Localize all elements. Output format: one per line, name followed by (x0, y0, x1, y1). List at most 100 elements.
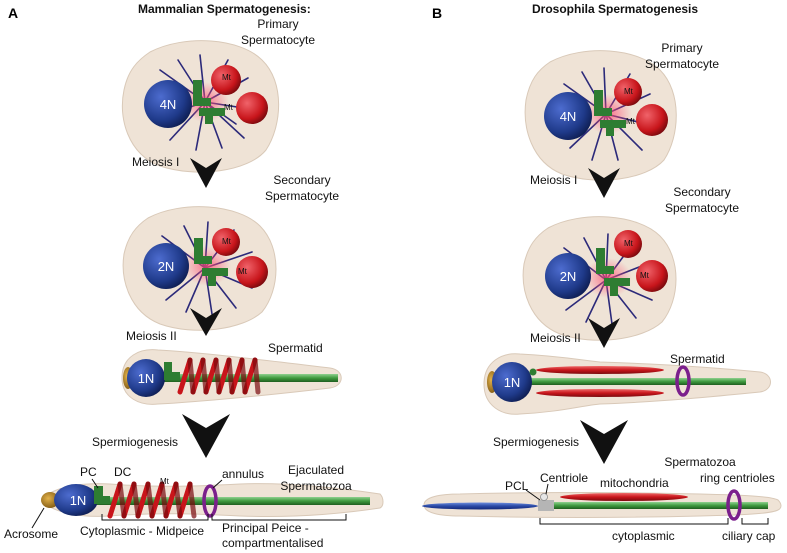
a-principal-label-2: compartmentalised (222, 536, 323, 550)
a-spermatid-nucleus (127, 359, 165, 397)
b-sperm-axoneme (554, 502, 768, 509)
b-primary-centrioles (594, 90, 626, 136)
a-principal-bracket (211, 514, 347, 521)
a-primary-mitochondrion-1 (211, 65, 241, 95)
b-primary-mitochondrion-1 (614, 78, 642, 106)
a-primary-centrioles (193, 80, 225, 124)
b-mt-label-4: Mt (640, 271, 650, 280)
a-secondary-label-1: Secondary (273, 173, 330, 187)
b-centriole-label: Centriole (540, 471, 588, 485)
a-primary-nucleus-label: 4N (160, 97, 177, 112)
a-midpiece-label: Cytoplasmic - Midpeice (80, 524, 204, 538)
a-spermatid: 1N (121, 349, 342, 405)
b-sperm-centriole (540, 493, 548, 501)
b-ciliary-cap-bracket (741, 518, 769, 525)
b-spermatid-label: Spermatid (670, 352, 725, 366)
a-sperm-acrosome (41, 492, 59, 508)
b-spermiogenesis-label: Spermiogenesis (493, 435, 579, 449)
b-secondary-centrioles (596, 248, 630, 296)
b-sperm-ring-centriole (726, 489, 742, 521)
a-pc-label: PC (80, 465, 97, 479)
a-meiosis2-arrow (190, 308, 222, 336)
b-mitochondria-label: mitochondria (600, 476, 669, 490)
b-primary-spermatocyte: 4N Mt Mt (524, 50, 677, 181)
a-mt-label-3: Mt (222, 237, 232, 246)
a-spermatid-label: Spermatid (268, 341, 323, 355)
a-primary-spermatocyte: 4N Mt Mt (121, 40, 280, 173)
a-meiosis2-label: Meiosis II (126, 329, 177, 343)
a-primary-label-1: Primary (257, 17, 298, 31)
a-annulus (202, 484, 218, 518)
a-ejaculated-label-1: Ejaculated (288, 463, 344, 477)
b-spermatid-mitochondrion-upper (536, 366, 664, 374)
a-mt-label-2: Mt (224, 103, 234, 112)
b-secondary-label-1: Secondary (673, 185, 730, 199)
a-meiosis1-arrow (190, 158, 222, 188)
b-spermatid-nucleus (492, 362, 532, 402)
b-sperm-basal-body (538, 500, 554, 511)
b-secondary-mitochondrion-2 (636, 260, 668, 292)
b-ring-centrioles-label: ring centrioles (700, 471, 775, 485)
b-meiosis2-arrow (588, 318, 620, 348)
b-spermatozoa-label: Spermatozoa (664, 455, 736, 469)
a-primary-mitochondrion-2 (236, 92, 268, 124)
a-sperm-centrioles (94, 486, 110, 504)
panel-a-letter: A (8, 5, 18, 21)
b-mt-label-1: Mt (624, 87, 634, 96)
b-spermatozoa (422, 489, 782, 521)
a-acrosome-label: Acrosome (4, 527, 58, 541)
a-mt-label-4: Mt (238, 267, 248, 276)
b-secondary-nucleus-label: 2N (560, 269, 577, 284)
a-secondary-spermatocyte: 2N Mt Mt (122, 206, 277, 331)
a-secondary-centrioles (194, 238, 228, 286)
b-cytoplasmic-bracket (539, 518, 729, 525)
a-spermatozoa: 1N (41, 481, 384, 519)
a-meiosis1-label: Meiosis I (132, 155, 179, 169)
b-sperm-mitochondria (560, 493, 688, 501)
a-secondary-mitochondrion-2 (236, 256, 268, 288)
a-sperm-nucleus-label: 1N (70, 493, 87, 508)
a-spermiogenesis-label: Spermiogenesis (92, 435, 178, 449)
b-meiosis1-arrow (588, 168, 620, 198)
b-meiosis1-label: Meiosis I (530, 173, 577, 187)
b-primary-mitochondrion-2 (636, 104, 668, 136)
b-spermatid-ring (675, 365, 691, 397)
b-primary-label-2: Spermatocyte (645, 57, 719, 71)
b-secondary-mitochondrion-1 (614, 230, 642, 258)
b-cytoplasmic-label: cytoplasmic (612, 529, 675, 543)
b-primary-nucleus-label: 4N (560, 109, 577, 124)
a-midpiece-bracket (101, 514, 209, 521)
panel-b-title: Drosophila Spermatogenesis (532, 2, 698, 16)
b-mt-label-3: Mt (624, 239, 634, 248)
b-meiosis2-label: Meiosis II (530, 331, 581, 345)
panel-b-letter: B (432, 5, 442, 21)
b-spermiogenesis-arrow (580, 420, 628, 464)
a-secondary-nucleus (143, 243, 189, 289)
a-annulus-label: annulus (222, 467, 264, 481)
b-spermatid: 1N (483, 353, 771, 415)
a-secondary-mitochondrion-1 (212, 228, 240, 256)
a-sperm-nucleus (54, 484, 98, 516)
b-sperm-nucleus (422, 502, 538, 510)
b-primary-nucleus (544, 92, 592, 140)
b-secondary-spermatocyte: 2N Mt Mt (522, 216, 677, 341)
a-secondary-nucleus-label: 2N (158, 259, 175, 274)
a-ejaculated-label-2: Spermatozoa (280, 479, 352, 493)
a-primary-label-2: Spermatocyte (241, 33, 315, 47)
b-primary-label-1: Primary (661, 41, 702, 55)
b-spermatid-axoneme (530, 378, 746, 385)
b-mt-label-2: Mt (626, 117, 636, 126)
a-principal-label-1: Principal Peice - (222, 521, 309, 535)
a-spermiogenesis-arrow (182, 414, 230, 458)
b-spermatid-mitochondrion-lower (536, 389, 664, 397)
b-spermatid-nucleus-label: 1N (504, 375, 521, 390)
b-ciliary-cap-label: ciliary cap (722, 529, 776, 543)
a-secondary-label-2: Spermatocyte (265, 189, 339, 203)
a-spermatid-centriole (164, 362, 180, 380)
a-spermatid-nucleus-label: 1N (138, 371, 155, 386)
a-dc-label: DC (114, 465, 132, 479)
b-spermatid-centriole (529, 368, 537, 376)
panel-a-title: Mammalian Spermatogenesis: (138, 2, 311, 16)
a-mt-label-5: Mt (160, 477, 170, 486)
